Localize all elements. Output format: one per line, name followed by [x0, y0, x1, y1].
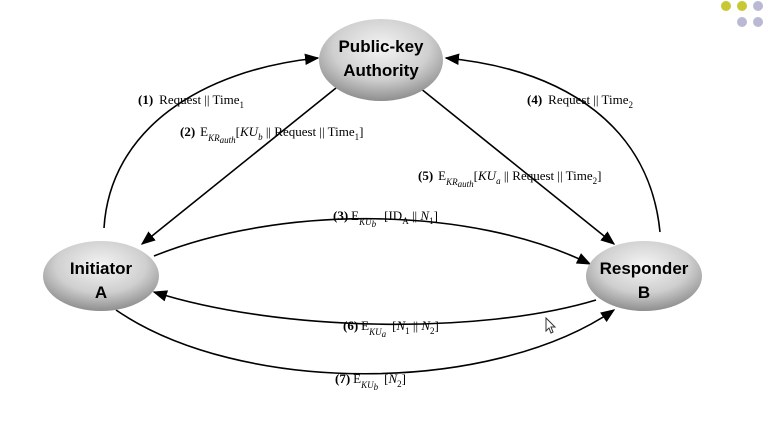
step-3-label: (3)EKUb[IDA || N1]: [333, 208, 438, 229]
authority-label-line1: Public-key: [338, 37, 424, 56]
arrow-step-7: [115, 309, 616, 375]
lavender-dot: [753, 17, 763, 27]
responder-label-line1: Responder: [600, 259, 689, 278]
arrow-step-4: [444, 53, 661, 233]
node-public-key-authority: Public-key Authority: [319, 19, 443, 101]
step-6-label: (6)EKUa[N1 || N2]: [343, 318, 439, 339]
arrow-step-3: [153, 217, 592, 265]
responder-label-line2: B: [638, 283, 650, 302]
arrow-step-6: [152, 290, 597, 326]
mouse-cursor-icon: [545, 316, 557, 334]
initiator-label-line2: A: [95, 283, 107, 302]
arrow-step-1: [103, 53, 320, 229]
arrow-step-5: [419, 87, 616, 245]
authority-label-line2: Authority: [343, 61, 419, 80]
step-5-label: (5)EKRauth[KUa || Request || Time2]: [418, 168, 601, 189]
olive-dot: [737, 1, 747, 11]
decorative-dots: [721, 1, 763, 27]
olive-dot: [721, 1, 731, 11]
step-4-label: (4)Request || Time2: [527, 92, 633, 110]
step-2-label: (2)EKRauth[KUb || Request || Time1]: [180, 124, 363, 145]
step-1-label: (1)Request || Time1: [138, 92, 244, 110]
step-7-label: (7)EKUb[N2]: [335, 371, 406, 392]
node-responder: Responder B: [586, 241, 702, 311]
arrow-step-2: [140, 87, 337, 245]
initiator-label-line1: Initiator: [70, 259, 133, 278]
lavender-dot: [753, 1, 763, 11]
node-initiator: Initiator A: [43, 241, 159, 311]
lavender-dot: [737, 17, 747, 27]
